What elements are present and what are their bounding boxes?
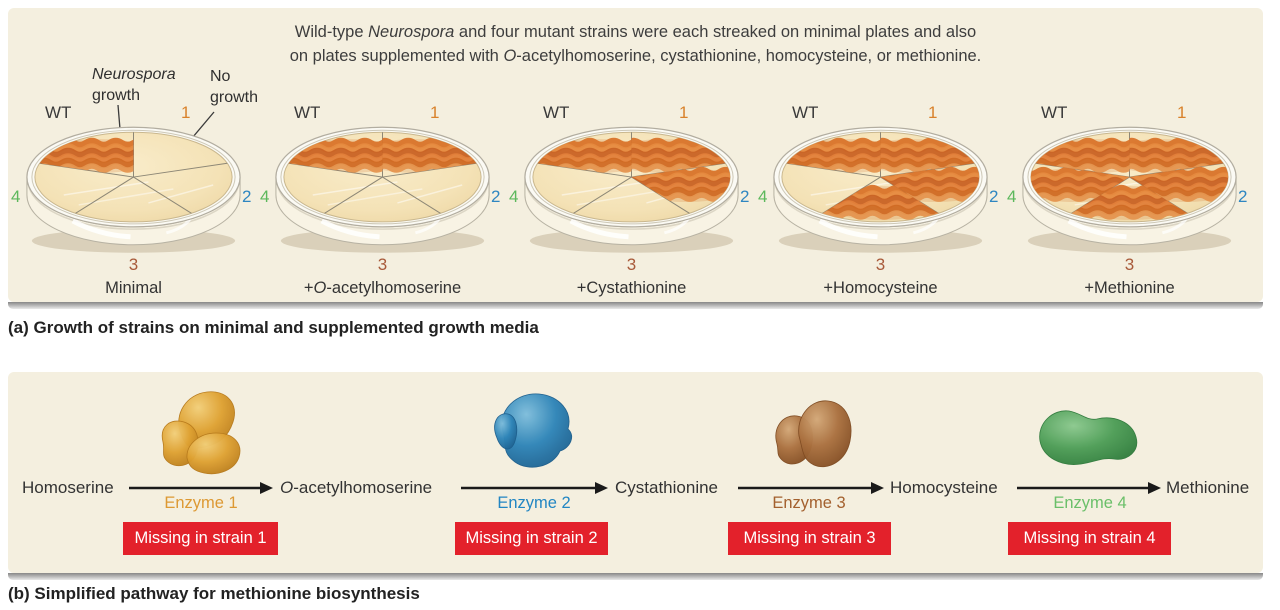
- petri-dish: [9, 125, 258, 257]
- strain-wt-label: WT: [294, 103, 321, 122]
- plate-media-label: +Cystathionine: [576, 279, 687, 297]
- panel-growth-experiment: Wild-type Neurospora and four mutant str…: [8, 8, 1263, 309]
- reaction-arrow-3: [737, 481, 884, 495]
- strain-wt-label: WT: [1041, 103, 1068, 122]
- metabolite-5: Methionine: [1166, 478, 1250, 497]
- enzyme-label-1: Enzyme 1: [164, 494, 238, 512]
- plate-media-label: Minimal: [105, 279, 162, 297]
- experiment-description-line1: Wild-type Neurospora and four mutant str…: [294, 23, 977, 41]
- strain-3-label: 3: [128, 255, 139, 274]
- reaction-arrow-2: [460, 481, 608, 495]
- missing-strain-box-1: Missing in strain 1: [123, 522, 278, 555]
- experiment-description: Wild-type Neurospora and four mutant str…: [8, 20, 1263, 68]
- petri-dish-illustration: [275, 126, 490, 253]
- strain-1-label: 1: [679, 103, 689, 122]
- panel-b-caption: (b) Simplified pathway for methionine bi…: [8, 584, 420, 603]
- enzyme-blob-1: [151, 382, 251, 477]
- petri-dish-illustration: [1022, 126, 1237, 253]
- petri-plate-2: WT 1 4 2 3 +O-acetylhomoserine: [258, 103, 507, 308]
- strain-2-label: 2: [491, 187, 501, 206]
- missing-strain-box-2: Missing in strain 2: [455, 522, 608, 555]
- panel-pathway: Homoserine O-acetylhomoserine Cystathionin…: [8, 372, 1263, 580]
- experiment-description-line2: on plates supplemented with O-acetylhomo…: [289, 47, 982, 65]
- petri-dish-illustration: [524, 126, 739, 253]
- strain-4-label: 4: [1007, 187, 1017, 206]
- enzyme-blob-4: [1030, 395, 1145, 475]
- petri-dish: [756, 125, 1005, 257]
- plate-media-label: +Methionine: [1084, 279, 1175, 297]
- neurospora-growth-label: Neurospora growth: [92, 66, 176, 104]
- enzyme-blob-3: [761, 388, 856, 478]
- strain-wt-label: WT: [792, 103, 819, 122]
- missing-strain-box-3: Missing in strain 3: [728, 522, 891, 555]
- strain-1-label: 1: [1177, 103, 1187, 122]
- metabolite-2: O-acetylhomoserine: [280, 478, 433, 497]
- strain-4-label: 4: [260, 187, 270, 206]
- strain-3-label: 3: [1124, 255, 1135, 274]
- metabolite-1: Homoserine: [22, 478, 114, 497]
- metabolite-4: Homocysteine: [890, 478, 998, 497]
- missing-strain-box-4: Missing in strain 4: [1008, 522, 1171, 555]
- strain-3-label: 3: [875, 255, 886, 274]
- reaction-arrow-4: [1016, 481, 1161, 495]
- strain-1-label: 1: [181, 103, 191, 122]
- strain-wt-label: WT: [543, 103, 570, 122]
- petri-dish: [1005, 125, 1254, 257]
- strain-wt-label: WT: [45, 103, 72, 122]
- metabolite-3: Cystathionine: [615, 478, 719, 497]
- strain-2-label: 2: [989, 187, 999, 206]
- petri-plate-3: WT 1 4 2 3 +Cystathionine: [507, 103, 756, 308]
- strain-2-label: 2: [740, 187, 750, 206]
- petri-dish: [258, 125, 507, 257]
- strain-4-label: 4: [509, 187, 519, 206]
- enzyme-label-2: Enzyme 2: [497, 494, 571, 512]
- enzyme-label-4: Enzyme 4: [1053, 494, 1127, 512]
- petri-dish-illustration: [26, 126, 241, 253]
- petri-dish-illustration: [773, 126, 988, 253]
- strain-1-label: 1: [430, 103, 440, 122]
- petri-plate-5: WT 1 4 2 3 +Methionine: [1005, 103, 1254, 308]
- panel-a-caption: (a) Growth of strains on minimal and sup…: [8, 318, 539, 337]
- reaction-arrow-1: [128, 481, 273, 495]
- strain-4-label: 4: [758, 187, 768, 206]
- strain-2-label: 2: [1238, 187, 1248, 206]
- no-growth-label: No growth: [210, 68, 259, 106]
- petri-plate-4: WT 1 4 2 3 +Homocysteine: [756, 103, 1005, 308]
- strain-2-label: 2: [242, 187, 252, 206]
- strain-4-label: 4: [11, 187, 21, 206]
- plate-media-label: +Homocysteine: [823, 279, 938, 297]
- strain-3-label: 3: [626, 255, 637, 274]
- enzyme-blob-2: [481, 384, 581, 476]
- plate-media-label: +O-acetylhomoserine: [303, 279, 462, 297]
- petri-dish: [507, 125, 756, 257]
- strain-3-label: 3: [377, 255, 388, 274]
- enzyme-label-3: Enzyme 3: [772, 494, 846, 512]
- strain-1-label: 1: [928, 103, 938, 122]
